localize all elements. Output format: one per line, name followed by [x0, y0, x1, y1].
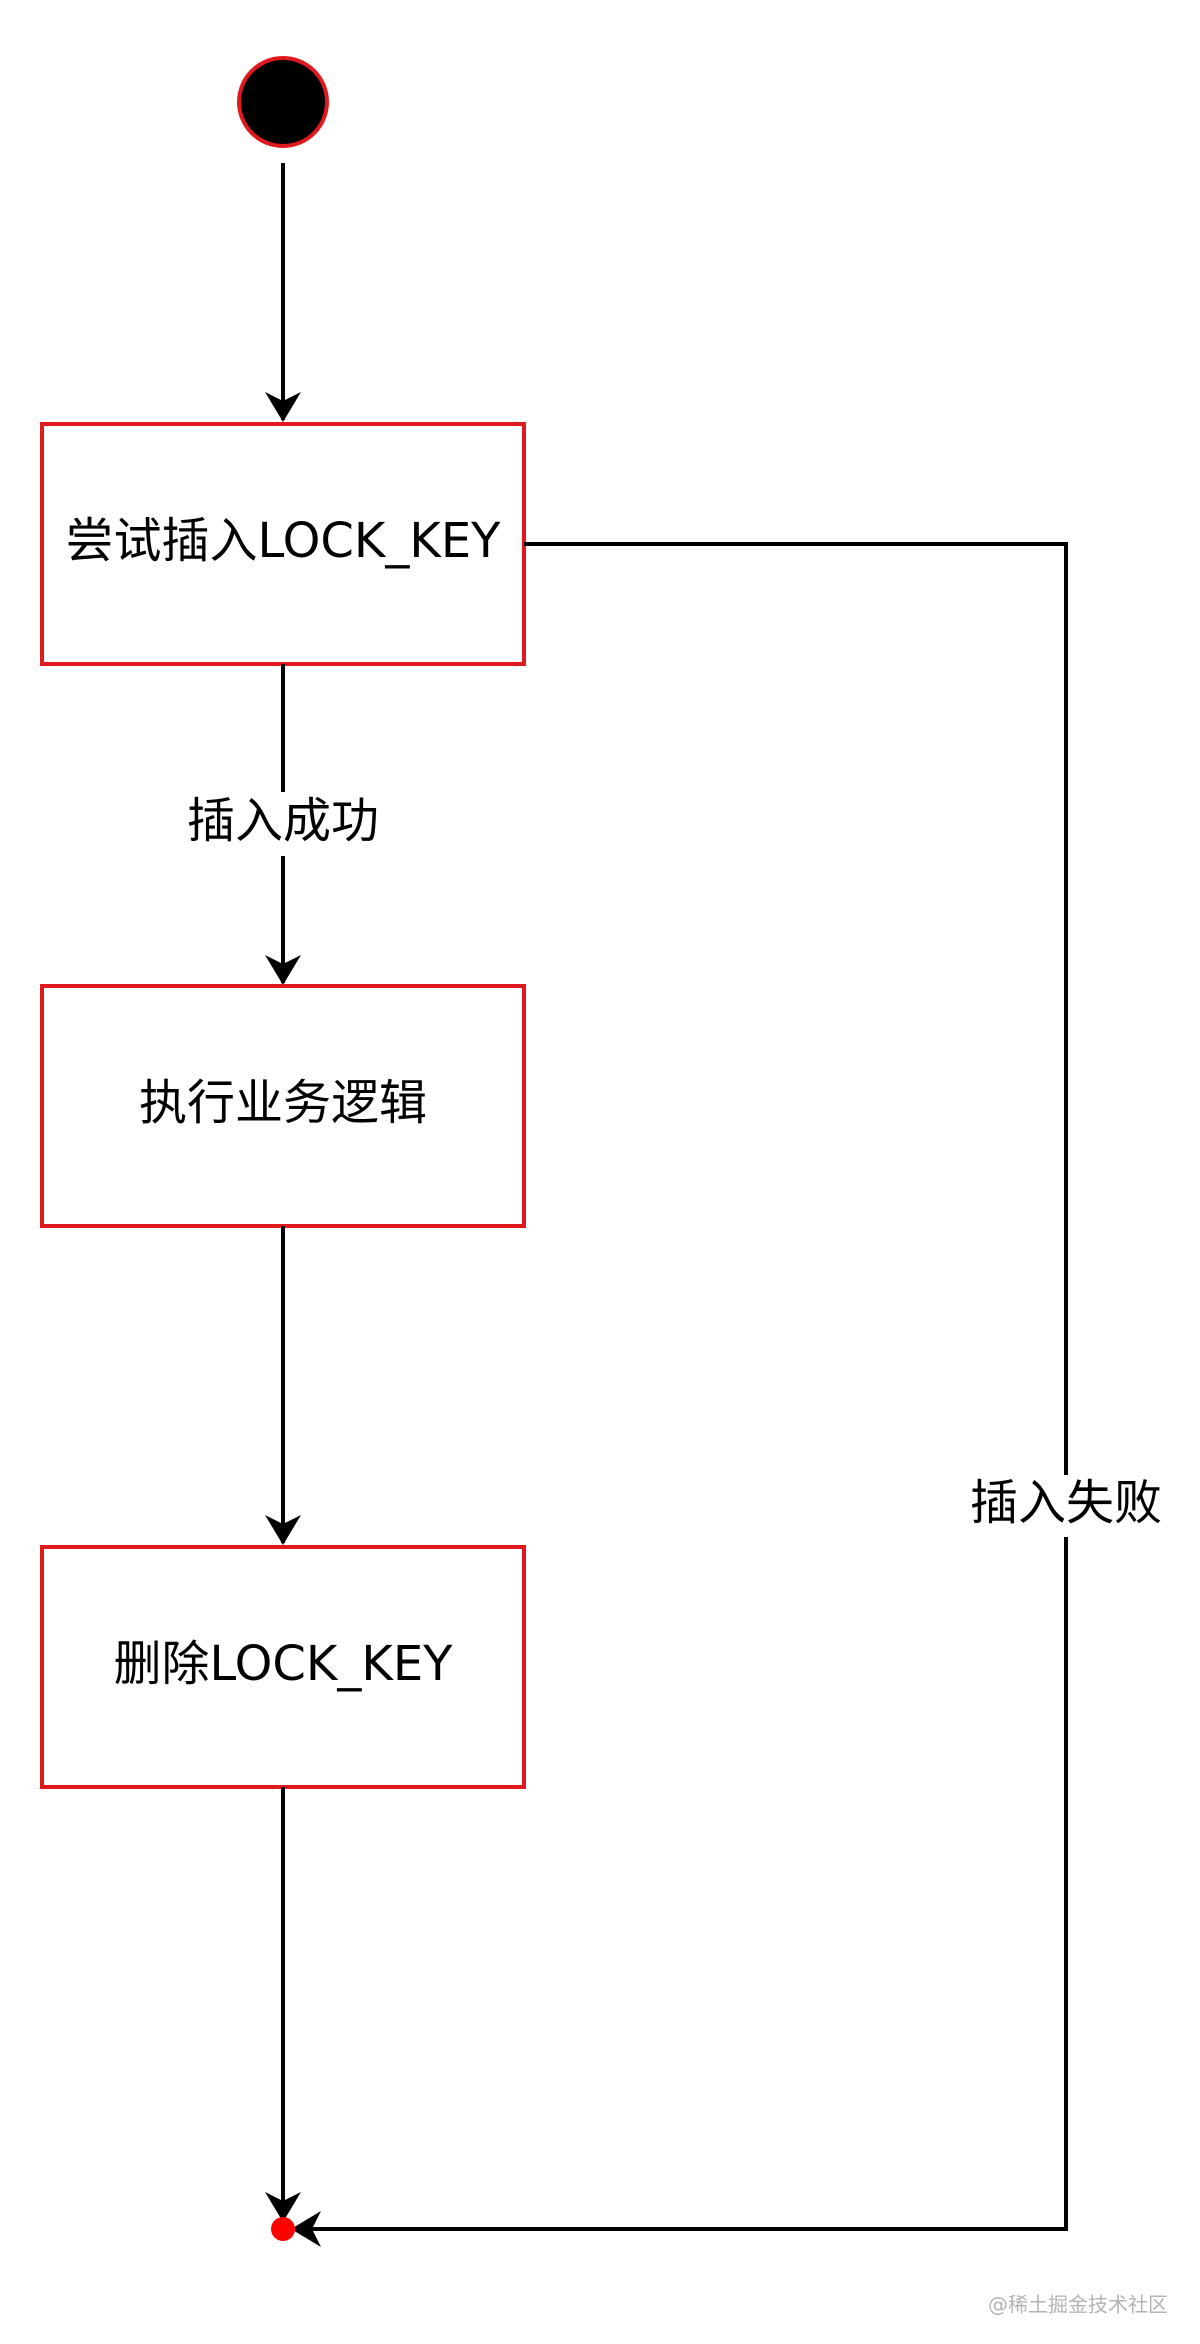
node-execute-logic-label: 执行业务逻辑	[139, 1075, 427, 1131]
node-delete-key-label: 删除LOCK_KEY	[114, 1636, 454, 1692]
edge-try-insert-to-end-lower	[291, 1537, 1068, 2247]
node-execute-logic-box	[40, 984, 526, 1228]
edge-try-insert-to-end-upper	[524, 542, 1068, 1475]
start-node	[237, 56, 329, 148]
node-delete-key-box	[40, 1545, 526, 1789]
edge-label-insert-success: 插入成功	[187, 793, 379, 849]
node-try-insert-label: 尝试插入LOCK_KEY	[66, 513, 502, 569]
edge-label-insert-fail: 插入失败	[970, 1475, 1162, 1531]
watermark-text: @稀土掘金技术社区	[988, 2293, 1168, 2317]
end-node	[271, 2217, 295, 2241]
